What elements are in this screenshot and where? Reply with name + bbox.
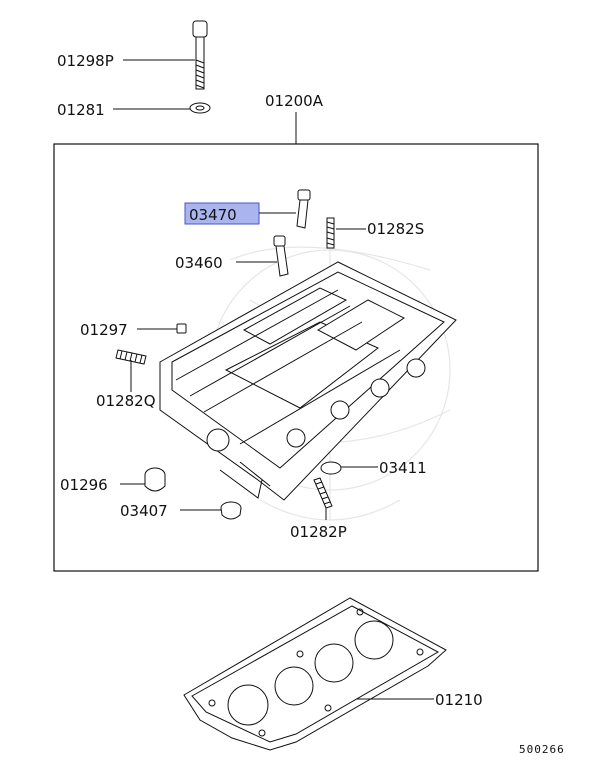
label-01282S[interactable]: 01282S xyxy=(367,220,424,238)
label-01282P[interactable]: 01282P xyxy=(290,523,347,541)
plug-small-part[interactable] xyxy=(176,323,187,334)
plug-round-part[interactable] xyxy=(320,461,342,475)
label-01282Q[interactable]: 01282Q xyxy=(96,392,156,410)
reference-code: 500266 xyxy=(519,743,565,756)
label-01298P[interactable]: 01298P xyxy=(57,52,114,70)
stud-s-part[interactable] xyxy=(326,217,335,249)
label-01297[interactable]: 01297 xyxy=(80,321,128,339)
stud-p-part[interactable] xyxy=(313,477,333,509)
valve-guide-part[interactable] xyxy=(296,189,311,229)
gasket-part[interactable] xyxy=(183,597,447,751)
label-03411[interactable]: 03411 xyxy=(379,459,427,477)
washer-part[interactable] xyxy=(189,102,211,114)
label-01210[interactable]: 01210 xyxy=(435,691,483,709)
label-03407[interactable]: 03407 xyxy=(120,502,168,520)
guide-part[interactable] xyxy=(273,235,289,277)
cylinder-head-part[interactable] xyxy=(159,261,457,501)
label-03460[interactable]: 03460 xyxy=(175,254,223,272)
label-01296[interactable]: 01296 xyxy=(60,476,108,494)
label-01200A[interactable]: 01200A xyxy=(265,92,324,110)
seal-small-part[interactable] xyxy=(220,501,242,520)
label-01281[interactable]: 01281 xyxy=(57,101,105,119)
label-03470[interactable]: 03470 xyxy=(189,206,237,224)
bolt-part[interactable] xyxy=(192,20,208,90)
seal-large-part[interactable] xyxy=(144,467,166,492)
stud-q-part[interactable] xyxy=(115,349,147,365)
